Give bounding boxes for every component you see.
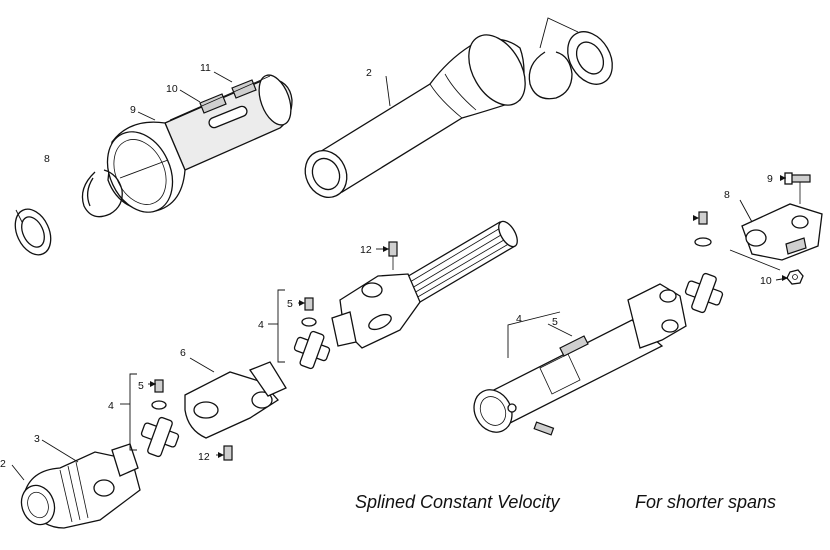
callout-4-mid: 4 bbox=[258, 319, 264, 331]
callout-2-bottom: 2 bbox=[0, 458, 6, 470]
spider-cross-right bbox=[684, 272, 724, 314]
splined-yoke-shaft bbox=[331, 220, 518, 349]
grease-nipple-mid bbox=[388, 241, 398, 270]
seal-left bbox=[14, 208, 52, 256]
dust-boot-tube bbox=[304, 34, 526, 198]
callout-6: 6 bbox=[180, 347, 186, 359]
flange-yoke-right bbox=[741, 203, 823, 261]
callout-3: 3 bbox=[34, 433, 40, 445]
nut-right bbox=[786, 269, 804, 285]
seal-right-top bbox=[567, 31, 613, 85]
short-shaft-yoke bbox=[627, 283, 687, 349]
callout-9-right: 9 bbox=[767, 173, 773, 185]
callout-10: 10 bbox=[166, 83, 178, 95]
grease-nipple-lower bbox=[151, 379, 167, 410]
circlip-left bbox=[81, 169, 123, 218]
callout-11: 11 bbox=[200, 62, 211, 74]
grease-nipple-bottom bbox=[223, 445, 233, 461]
leader-lines bbox=[11, 71, 789, 481]
callout-8-right: 8 bbox=[724, 189, 730, 201]
grease-nipple-right bbox=[694, 211, 712, 247]
spider-cross-lower bbox=[140, 416, 180, 458]
callout-5-lower: 5 bbox=[138, 380, 144, 392]
spline-sleeve-assembly bbox=[106, 74, 293, 213]
callout-5-right: 5 bbox=[552, 316, 558, 328]
caption-shorter-spans: For shorter spans bbox=[635, 492, 777, 512]
callout-4-right: 4 bbox=[516, 313, 522, 325]
spider-cross-mid bbox=[293, 330, 331, 370]
callout-10-right: 10 bbox=[760, 275, 772, 287]
callout-5-mid: 5 bbox=[287, 298, 293, 310]
callout-12-lower: 12 bbox=[198, 451, 210, 463]
callout-12-mid: 12 bbox=[360, 244, 372, 256]
callout-numbers: 11 10 9 8 2 2 3 4 5 6 12 4 5 12 4 5 8 9 … bbox=[0, 62, 773, 470]
grease-nipple-mid-left bbox=[301, 297, 317, 327]
bolt-lower-right bbox=[533, 421, 555, 436]
caption-splined-cv: Splined Constant Velocity bbox=[355, 492, 560, 512]
callout-8: 8 bbox=[44, 153, 50, 165]
short-driveshaft-tube bbox=[473, 319, 664, 433]
circlip-right-top bbox=[528, 51, 573, 100]
cv-joint-housing bbox=[20, 443, 141, 529]
callout-4-lower: 4 bbox=[108, 400, 114, 412]
pointer-arrows bbox=[150, 175, 788, 458]
callout-9: 9 bbox=[130, 104, 136, 116]
bolt-right bbox=[784, 172, 811, 204]
callout-2-top: 2 bbox=[366, 67, 372, 79]
double-yoke-center bbox=[184, 361, 287, 439]
